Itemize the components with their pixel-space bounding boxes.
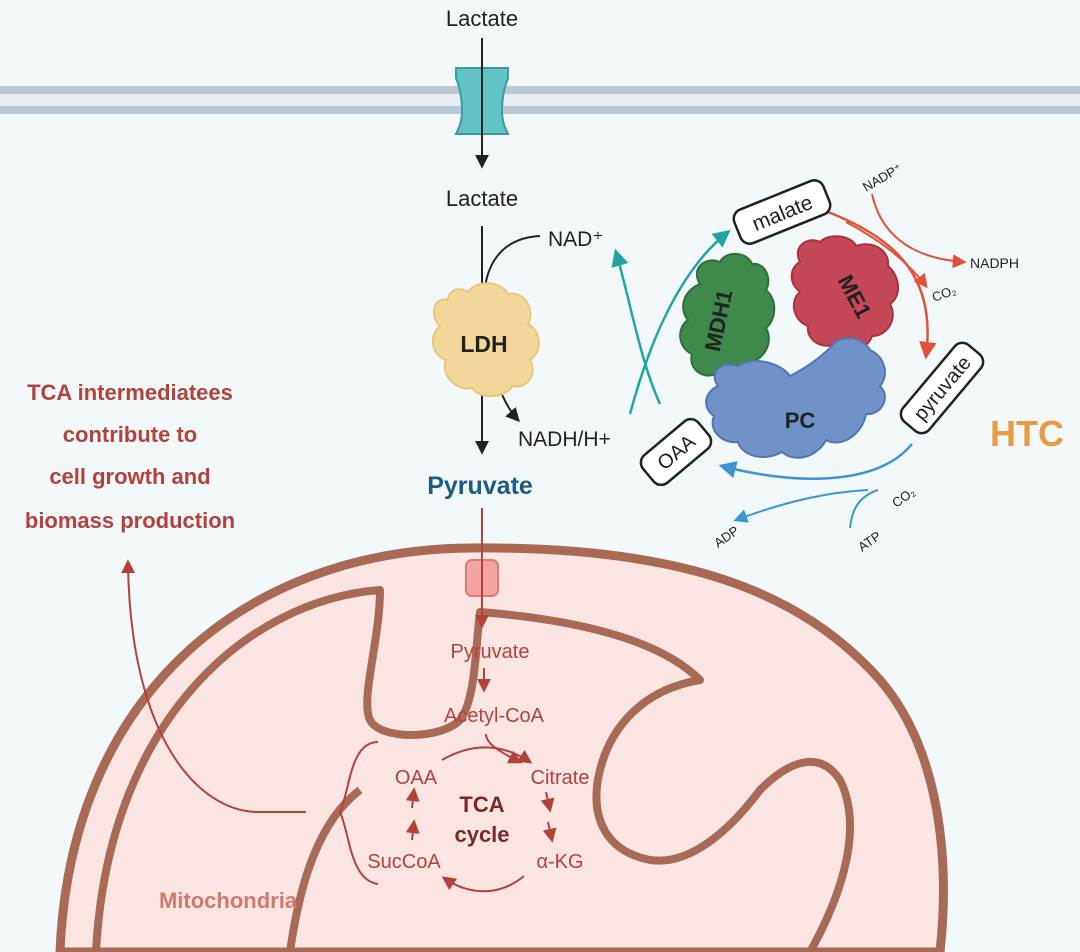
acetyl-coa-label: Acetyl-CoA [444, 705, 545, 727]
pc-enzyme-icon [705, 337, 886, 459]
pyruvate-cytosol-label: Pyruvate [427, 472, 533, 500]
side-note-line-4: biomass production [25, 508, 235, 533]
succoa-label: SucCoA [367, 851, 441, 873]
mdh1-enzyme-icon [679, 253, 776, 380]
mito-pyruvate-label: Pyruvate [451, 641, 530, 663]
htc-label: HTC [990, 413, 1064, 454]
malate-box: malate [732, 179, 832, 245]
side-note-line-2: contribute to [63, 422, 197, 447]
side-note-line-1: TCA intermediatees [27, 380, 233, 405]
tca-cycle-label-line-1: TCA [459, 792, 504, 817]
cell-membrane [0, 86, 1080, 114]
pyruvate-box: pyruvate [899, 341, 985, 435]
lactate-outside-label: Lactate [446, 6, 518, 31]
oaa-to-nad-teal-arrow [611, 248, 662, 405]
tca-intermediates-brace [338, 741, 379, 885]
intermediates-to-biomass-arrow [121, 559, 306, 813]
akg-label: α-KG [536, 851, 583, 873]
oaa-to-malate-teal-arrow [628, 229, 731, 415]
ldh-label: LDH [460, 331, 507, 357]
co2-release-red-arrow [845, 221, 928, 289]
adp-label: ADP [711, 523, 742, 551]
citrate-label: Citrate [531, 767, 590, 789]
pyruvate-to-oaa-blue-arrow [718, 443, 913, 480]
lactate-inside-label: Lactate [446, 186, 518, 211]
nad-label: NAD⁺ [548, 228, 603, 251]
co2-uptake-blue-line [849, 489, 879, 529]
nadp-label: NADP⁺ [860, 160, 905, 194]
nadh-label: NADH/H+ [518, 428, 611, 451]
me1-enzyme-icon [790, 235, 899, 352]
side-note: TCA intermediatees contribute to cell gr… [25, 380, 235, 533]
oaa-box: OAA [639, 417, 713, 487]
co2-pc-label: CO₂ [889, 484, 918, 510]
atp-label: ATP [855, 528, 884, 554]
htc-cycle: ME1 MDH1 PC malate pyruvate OAA NADP⁺ NA… [611, 160, 1019, 554]
mitochondria-label: Mitochondria [159, 888, 298, 913]
co2-me1-label: CO₂ [930, 282, 958, 304]
tca-oaa-label: OAA [395, 767, 438, 789]
tca-cycle-label-line-2: cycle [454, 822, 509, 847]
atp-to-adp-blue-arrow [733, 489, 869, 523]
pc-label: PC [785, 408, 816, 433]
tca-cycle-arrows [405, 733, 557, 893]
nadph-label: NADPH [970, 255, 1019, 271]
side-note-line-3: cell growth and [49, 464, 210, 489]
nadp-to-nadph-red-arrow [871, 193, 967, 269]
ldh-enzyme-icon [431, 282, 540, 397]
